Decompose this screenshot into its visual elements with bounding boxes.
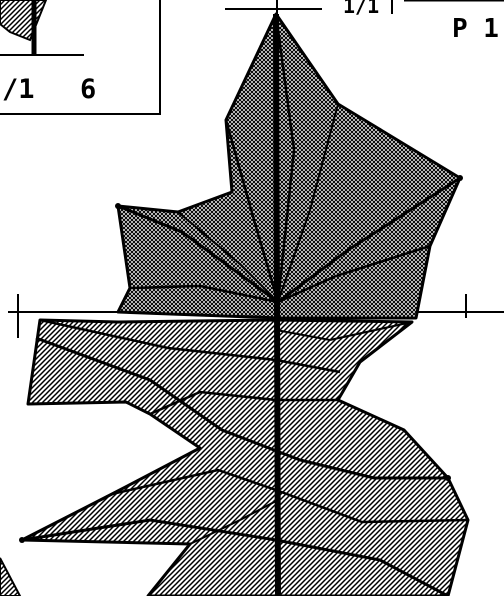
lower-fold-line [39, 318, 341, 374]
fold-point [445, 475, 451, 481]
upper-fold-line [277, 103, 339, 303]
upper-fold-line [277, 176, 461, 304]
page-label: P 1 [452, 14, 499, 44]
fold-point [19, 537, 25, 543]
inset-fold-shape [0, 0, 48, 42]
header-fraction-fragment: 1/1 [343, 0, 380, 18]
upper-fold-line [224, 119, 280, 303]
fold-point [115, 203, 121, 209]
upper-fold-line [177, 211, 279, 303]
upper-fold-line [129, 284, 279, 304]
inset-panel [0, 0, 161, 115]
upper-leaf-section [116, 12, 462, 320]
inset-fraction-label: /1 [2, 74, 35, 105]
upper-fold-line [277, 244, 431, 304]
corner-fragment [0, 557, 22, 596]
fold-point [457, 175, 463, 181]
inset-number-label: 6 [80, 74, 97, 105]
lower-fold-line [275, 321, 413, 342]
lower-fold-line [149, 390, 338, 416]
central-midrib [273, 13, 281, 596]
lower-fold-line [35, 336, 448, 480]
lower-fold-line [189, 499, 279, 545]
upper-fold-line [274, 13, 296, 303]
lower-leaf-shape [20, 318, 470, 596]
lower-leaf-section [20, 318, 470, 596]
upper-fold-line [117, 204, 279, 304]
